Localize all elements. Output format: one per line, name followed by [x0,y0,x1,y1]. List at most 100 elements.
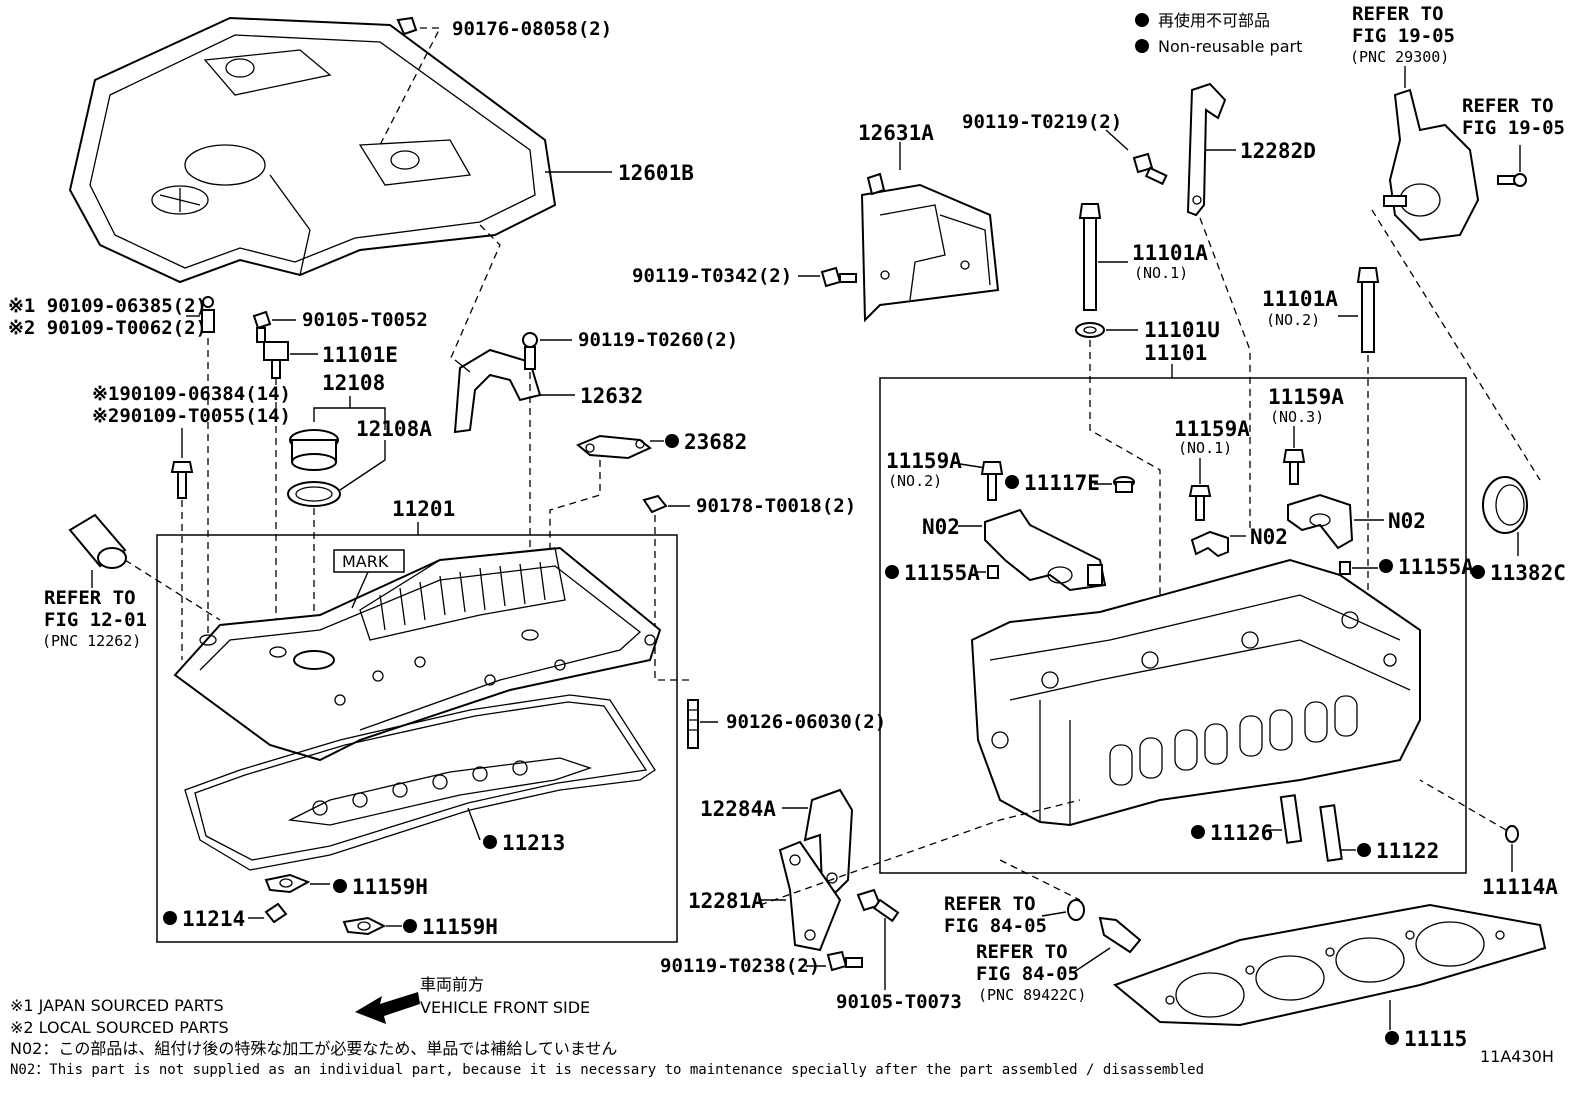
refer-1201-l2: FIG 12-01 [44,609,147,631]
label-90105-T0052: 90105-T0052 [302,309,428,331]
refer-1905b-l1: REFER TO [1462,95,1554,117]
nonreusable-bullet-icon [1385,1031,1399,1045]
label-11101: 11101 [1144,341,1207,365]
label-11159A-3: 11159A [1268,385,1344,409]
stud-bolt-icon [687,699,699,749]
bearing-cap-left-illustration [984,508,1107,592]
figure-id: 11A430H [1480,1047,1554,1066]
label-11159A-2-sub: (NO.2) [888,472,942,490]
gasket-plate-icon [576,434,652,460]
bolt-icon [980,461,1004,501]
dashed-leader [759,799,1081,906]
nonreusable-bullet-icon [403,919,417,933]
sensor-icon [263,341,289,379]
leader [1105,129,1129,151]
note-1: ※1 JAPAN SOURCED PARTS [10,996,224,1015]
engine-cover-illustration [68,16,557,284]
label-90119-T0342: 90119-T0342(2) [632,265,792,287]
label-s2-T0055: ※290109-T0055(14) [92,405,291,427]
label-n02-c: N02 [1388,509,1426,533]
label-11159A-1: 11159A [1174,417,1250,441]
leader [467,807,481,841]
nonreusable-bullet-icon [1357,843,1371,857]
note-2: ※2 LOCAL SOURCED PARTS [10,1018,229,1037]
valve-guide-icon [1319,804,1343,862]
label-11101U: 11101U [1144,318,1220,342]
dashed-leader [1089,340,1161,620]
dashed-leader [1371,209,1541,481]
note-4: N02：This part is not supplied as an indi… [10,1062,1204,1078]
note-3: N02：この部品は、組付け後の特殊な加工が必要なため、単品では補給していません [10,1039,617,1058]
bolt-icon [856,888,900,923]
label-11155A-b: 11155A [1398,555,1474,579]
label-11159A-2: 11159A [886,449,962,473]
gasket-11213-illustration [184,694,656,871]
refer-8405b-l1: REFER TO [976,941,1068,963]
label-12282D: 12282D [1240,139,1316,163]
label-12284A: 12284A [700,797,776,821]
leader [339,440,386,491]
label-11159A-1-sub: (NO.1) [1178,439,1232,457]
label-11101A-1-sub: (NO.1) [1134,264,1188,282]
label-12108A: 12108A [356,417,432,441]
label-90119-T0219: 90119-T0219(2) [962,111,1122,133]
nonreusable-bullet-icon [163,911,177,925]
front-en: VEHICLE FRONT SIDE [420,998,590,1017]
bolt-icon [820,266,857,288]
assembly-frame-11101 [879,377,1467,874]
engine-hanger-12282D-illustration [1186,82,1227,217]
label-90178: 90178-T0018(2) [696,495,856,517]
assembly-frame-11201 [156,534,678,943]
refer-8405a-l1: REFER TO [944,893,1036,915]
nonreusable-bullet-icon [1135,13,1149,27]
leader [351,571,369,609]
label-11159H-a: 11159H [352,875,428,899]
front-jp: 車両前方 [420,975,484,994]
label-12631A: 12631A [858,121,934,145]
label-11382C: 11382C [1490,561,1566,585]
dashed-leader [124,559,221,621]
label-11101A-2: 11101A [1262,287,1338,311]
valve-guide-icon [1279,794,1303,844]
label-11213: 11213 [502,831,565,855]
leader [959,463,987,469]
bracket-12632-icon [453,348,542,434]
nonreusable-bullet-icon [483,835,497,849]
nonreusable-bullet-icon [1135,39,1149,53]
heat-insulator-12631A-illustration [860,172,1000,323]
mark-box [333,549,405,573]
label-11122: 11122 [1376,839,1439,863]
label-11101A-2-sub: (NO.2) [1266,311,1320,329]
label-90119-T0260: 90119-T0260(2) [578,329,738,351]
refer-1905a-l3: (PNC 29300) [1350,48,1449,66]
refer-8405a-l2: FIG 84-05 [944,915,1047,937]
bolt-icon [201,296,215,333]
bolt-icon [826,950,863,972]
plug-icon [1113,476,1135,493]
label-90176: 90176-08058(2) [452,18,612,40]
leader [1073,947,1111,973]
label-11159A-3-sub: (NO.3) [1270,408,1324,426]
legend-jp: 再使用不可部品 [1158,11,1270,30]
bolt-icon [1497,173,1527,187]
label-90119-T0238: 90119-T0238(2) [660,955,820,977]
head-bolt-icon [1356,267,1380,353]
nonreusable-bullet-icon [885,565,899,579]
label-11114A: 11114A [1482,875,1558,899]
bearing-cap-center-icon [1190,530,1229,558]
plug-icon [1505,825,1519,843]
bolt-icon [522,332,538,370]
refer-8405b-l3: (PNC 89422C) [978,986,1086,1004]
dowel-pin-icon [987,565,999,579]
bolt-icon [1282,449,1306,485]
nonreusable-bullet-icon [665,434,679,448]
dashed-leader [379,27,442,146]
dashed-leader [549,460,601,620]
leader [1041,911,1067,917]
refer-1905a-l1: REFER TO [1352,3,1444,25]
temperature-sensor-icon [1098,916,1142,954]
label-n02-b: N02 [1250,525,1288,549]
label-n02-a: N02 [922,515,960,539]
vehicle-front-arrow-icon [355,992,420,1024]
